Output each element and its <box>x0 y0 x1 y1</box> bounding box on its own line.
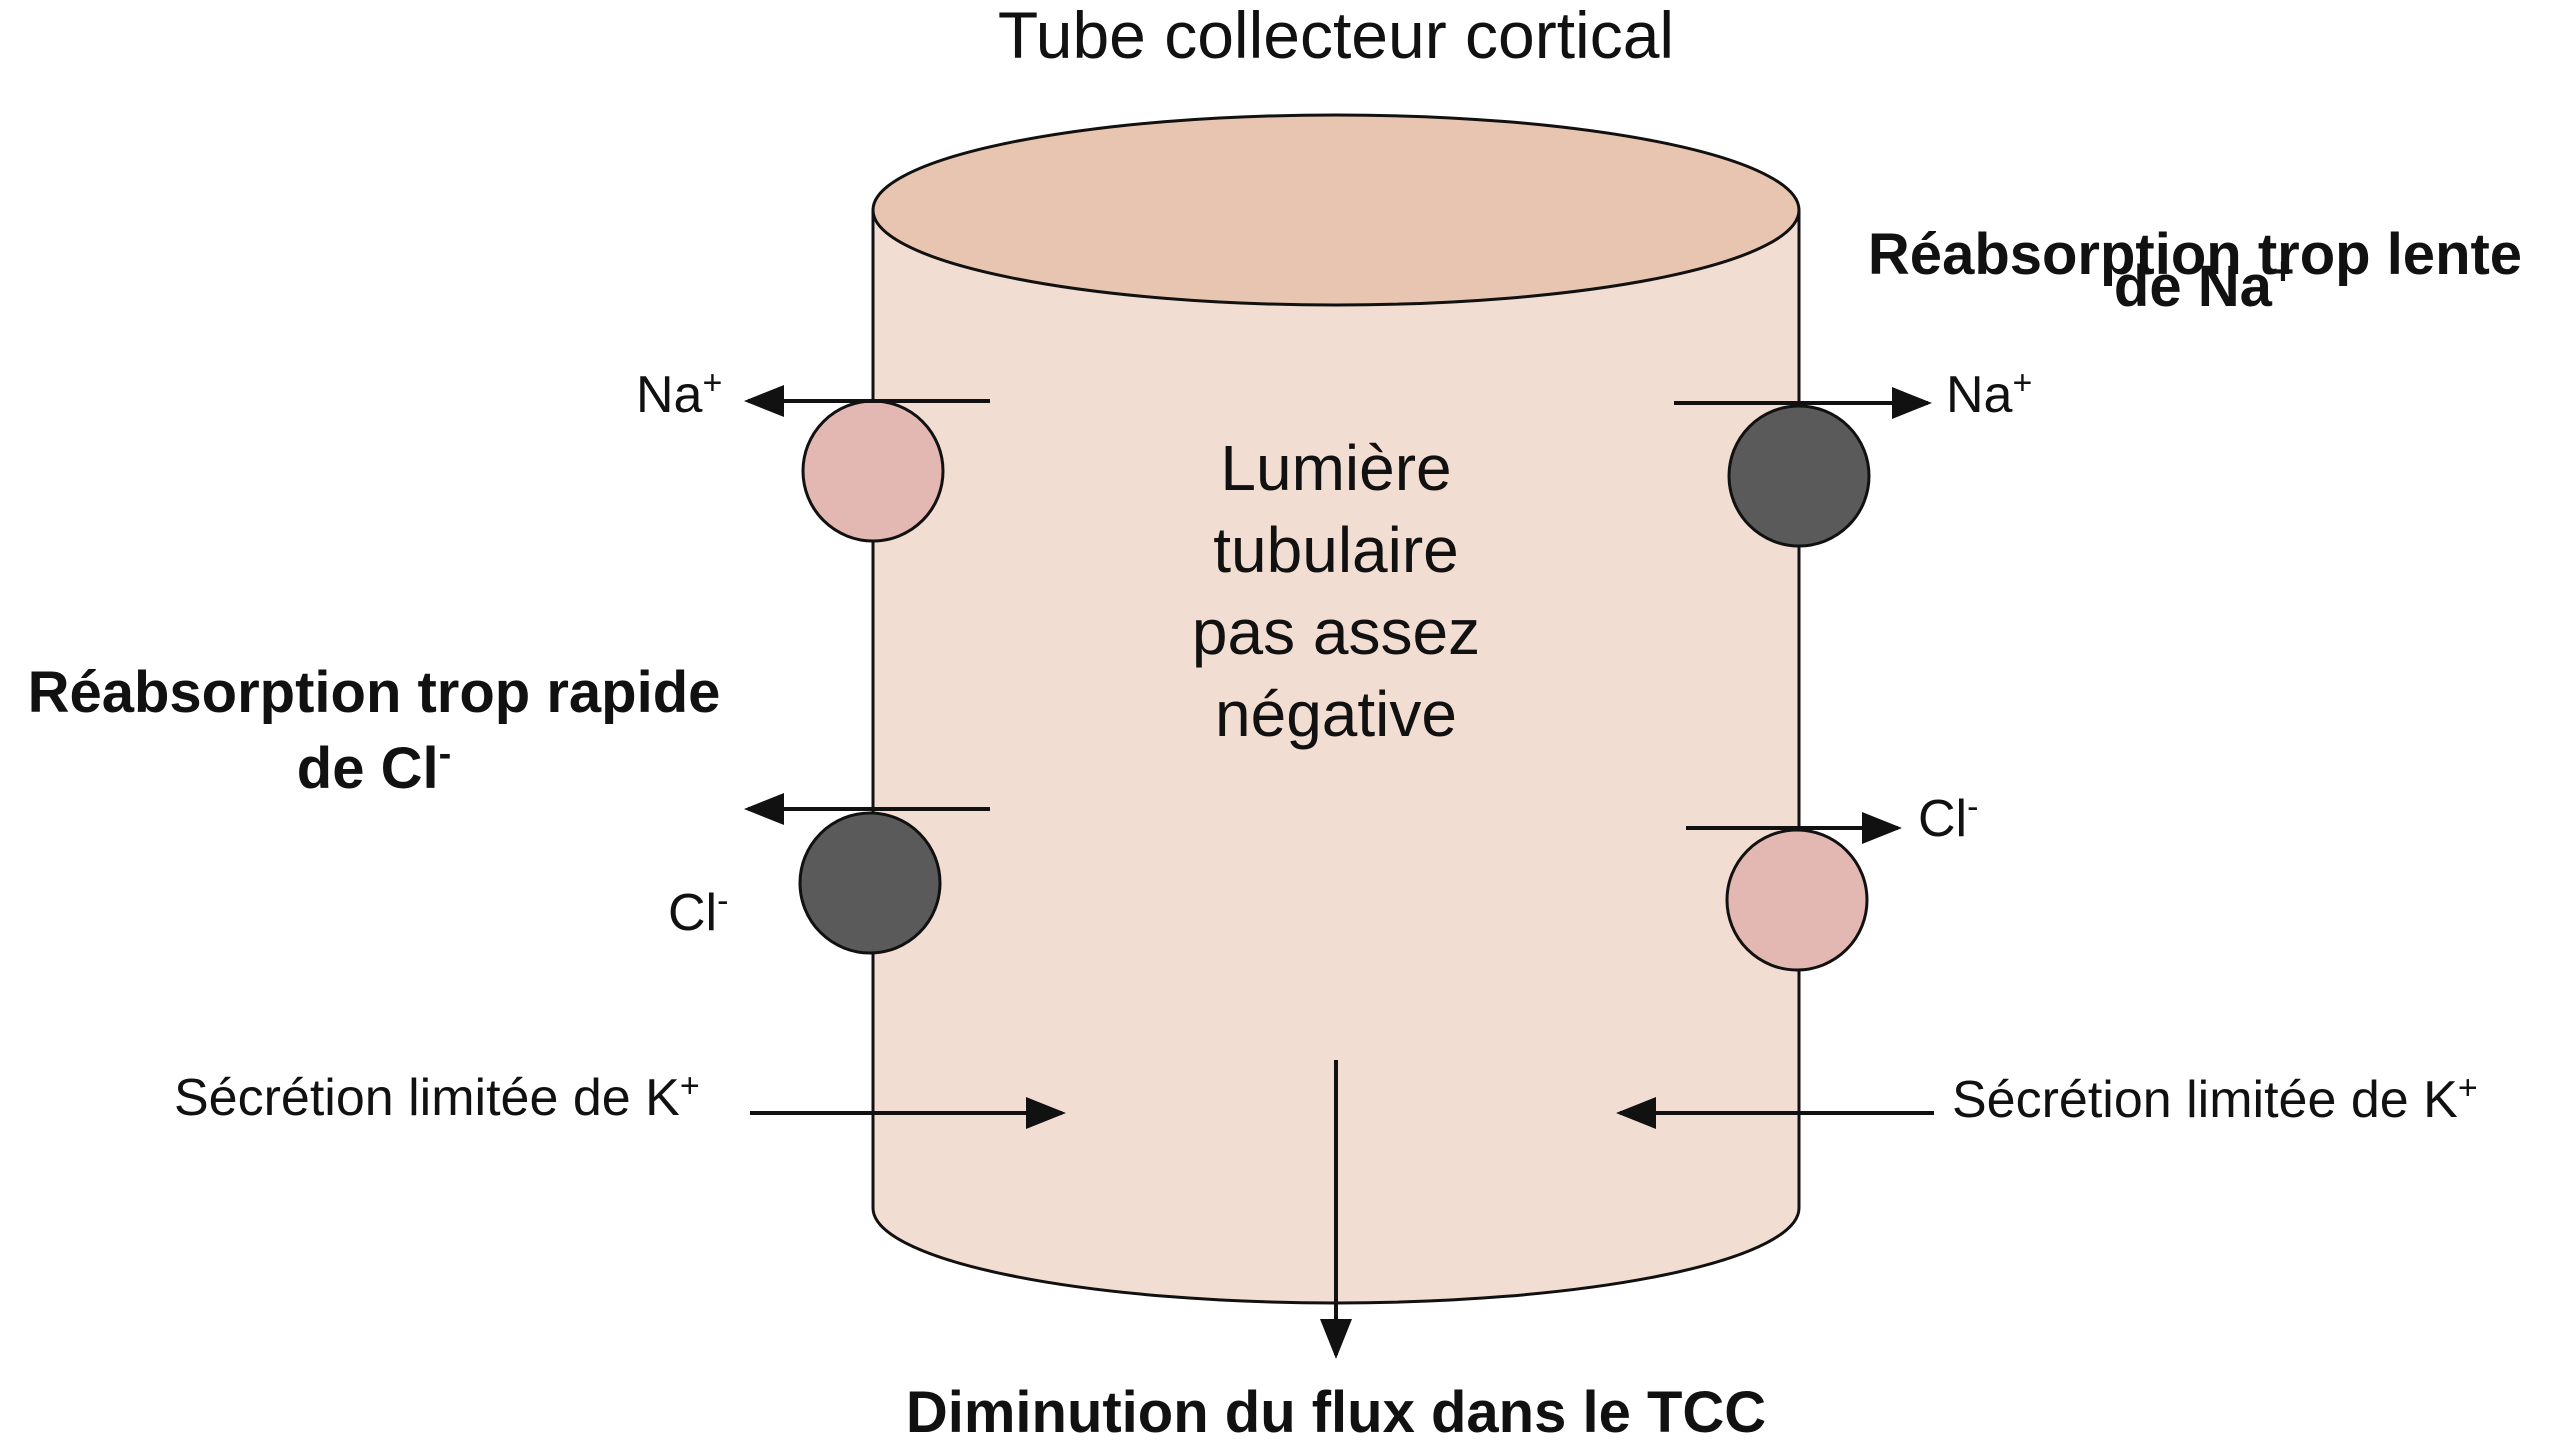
right-na-channel: Na+ <box>1674 364 2032 548</box>
lumen-line-2: tubulaire <box>1213 514 1459 586</box>
left-na-channel: Na+ <box>636 364 990 543</box>
circle-light-pink-icon <box>1725 828 1869 972</box>
left-cl-reabsorption-line-1: Réabsorption trop rapide <box>28 660 721 725</box>
lumen-line-3: pas assez <box>1192 596 1480 668</box>
left-na-ion-label: Na+ <box>636 364 722 424</box>
left-cl-ion-label: Cl- <box>668 882 728 942</box>
lumen-label: Lumière tubulaire pas assez négative <box>1192 432 1480 750</box>
right-k-secretion: Sécrétion limitée de K+ <box>1616 1069 2478 1129</box>
circle-light-pink-icon <box>801 399 945 543</box>
right-na-ion-label: Na+ <box>1946 364 2032 424</box>
right-k-label: Sécrétion limitée de K+ <box>1952 1069 2478 1129</box>
tube-top <box>871 113 1801 307</box>
right-cl-ion-label: Cl- <box>1918 788 1978 848</box>
right-cl-channel: Cl- <box>1686 788 1978 972</box>
circle-dark-gray-icon <box>1727 404 1871 548</box>
diagram-title: Tube collecteur cortical <box>998 0 1674 72</box>
left-cl-channel: Cl- <box>668 793 990 955</box>
left-k-secretion: Sécrétion limitée de K+ <box>174 1067 1066 1129</box>
tube-body <box>871 208 1801 1305</box>
right-na-reabsorption-line-1: Réabsorption trop lente <box>1868 222 2522 287</box>
collecting-tube <box>871 113 1801 1305</box>
lumen-line-4: négative <box>1215 678 1457 750</box>
left-cl-reabsorption-line-2: de Cl- <box>297 733 451 801</box>
circle-dark-gray-icon <box>798 811 942 955</box>
flow-reduction-label: Diminution du flux dans le TCC <box>906 1380 1766 1445</box>
right-na-reabsorption-line-2-visible: de Na+ <box>2114 251 2294 319</box>
lumen-line-1: Lumière <box>1220 432 1451 504</box>
left-k-label: Sécrétion limitée de K+ <box>174 1067 700 1127</box>
